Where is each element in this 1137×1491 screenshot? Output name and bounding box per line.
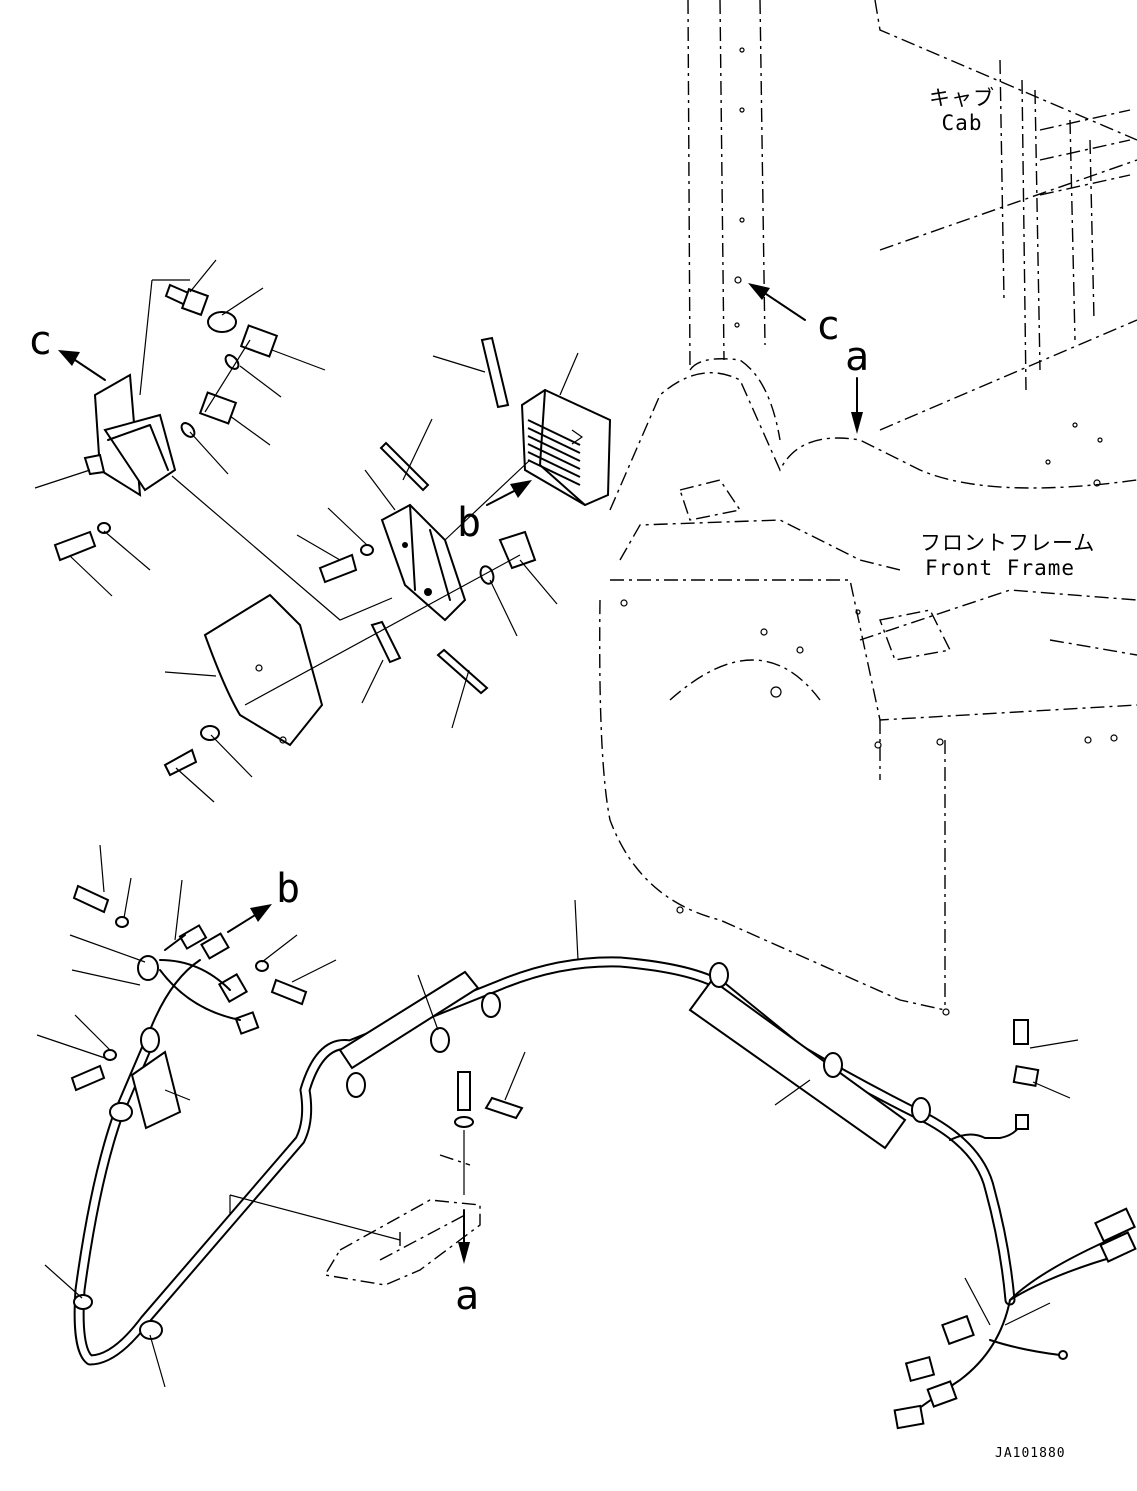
front-frame-label: フロントフレーム Front Frame: [920, 531, 1096, 581]
assembly-centerlines: [139, 279, 531, 706]
cab-label-en: Cab: [941, 111, 983, 135]
ref-letter-b-harness: b: [276, 866, 301, 912]
cab-label: キャブ Cab: [927, 86, 997, 136]
left-harness-end: [70, 884, 308, 1092]
ref-letter-c-right: c: [816, 303, 841, 349]
harness-protective-sleeves: [130, 970, 907, 1150]
reference-arrows: [58, 283, 863, 1264]
cover-plate: [203, 593, 324, 747]
switch-housing: [380, 503, 537, 622]
bracket-c: [83, 373, 177, 497]
front-frame-outline: [599, 372, 1137, 1016]
drawing-code: JA101880: [995, 1446, 1066, 1461]
ref-letter-c-left: c: [28, 318, 53, 364]
ref-letter-a-top: a: [845, 334, 870, 380]
mounting-bolts: [53, 283, 374, 777]
ref-letter-b-top: b: [457, 500, 482, 546]
leader-lines: [34, 259, 1079, 1388]
ref-letter-a-bottom: a: [455, 1273, 480, 1319]
harness-connectors: [893, 1019, 1137, 1430]
cab-outline: [687, 0, 1137, 487]
straps-and-bands: [370, 336, 510, 695]
floor-bracket: [323, 1071, 524, 1286]
wire-harness: [73, 956, 1121, 1416]
cab-label-jp: キャブ: [929, 86, 995, 110]
harness-clamps: [73, 962, 931, 1340]
front-frame-label-en: Front Frame: [924, 556, 1076, 580]
relay-block-b: [520, 388, 612, 507]
front-frame-label-jp: フロントフレーム: [920, 531, 1096, 555]
